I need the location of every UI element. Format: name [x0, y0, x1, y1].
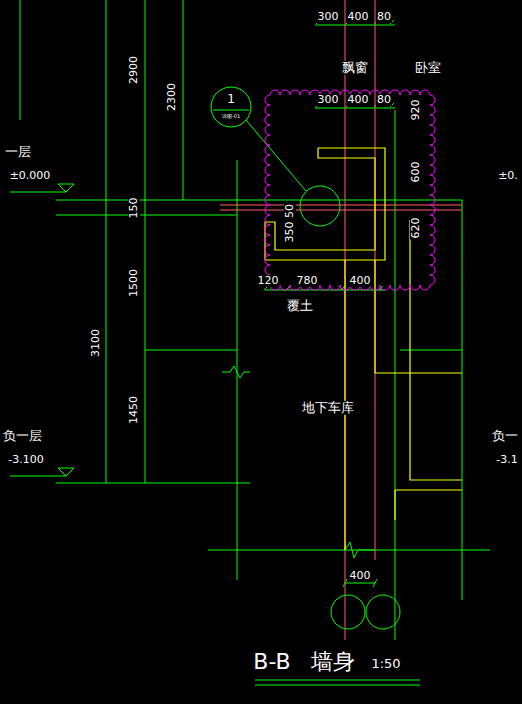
callout-sheet: 详图-01	[222, 114, 240, 119]
dimension-label: 2900	[128, 55, 140, 85]
dimension-label: 80	[376, 94, 392, 106]
dimension-label: 400	[349, 275, 372, 287]
drawing-stroke	[394, 490, 395, 520]
dimension-label: 2300	[166, 82, 178, 112]
drawing-stroke	[222, 366, 250, 378]
dimension-label: 飘窗	[341, 61, 369, 75]
dimension-label: -3.100	[7, 454, 44, 466]
drawing-stroke	[265, 148, 462, 550]
dimension-label: 300	[317, 94, 340, 106]
drawing-stroke	[56, 483, 250, 484]
dimension-label: ±0.000	[9, 170, 52, 182]
dimension-label: 780	[296, 275, 319, 287]
drawing-stroke	[56, 200, 462, 201]
dimension-label: 120	[257, 275, 280, 287]
drawing-stroke	[345, 0, 346, 640]
drawing-stroke	[183, 0, 184, 200]
drawing-stroke	[462, 200, 463, 600]
drawing-stroke	[265, 90, 435, 290]
drawing-stroke	[395, 110, 396, 640]
dimension-label: 400	[347, 11, 370, 23]
dimension-label: 负一	[491, 429, 519, 443]
dimension-label: 920	[410, 99, 422, 122]
drawing-stroke	[145, 350, 237, 351]
drawing-stroke	[20, 0, 21, 120]
drawing-stroke	[10, 468, 74, 476]
callout-number: 1	[227, 93, 235, 105]
drawing-stroke	[255, 680, 420, 681]
dimension-label: 3100	[90, 328, 102, 358]
drawing-stroke	[220, 0, 462, 640]
dimension-label: 墙身	[310, 650, 356, 674]
drawing-stroke	[220, 210, 462, 211]
dimension-label: 1500	[128, 268, 140, 298]
drawing-stroke	[345, 583, 375, 584]
drawing-stroke	[255, 685, 420, 686]
drawing-stroke	[106, 0, 107, 483]
dimension-label: 地下车库	[301, 401, 355, 415]
drawing-stroke	[366, 595, 400, 629]
drawing-stroke	[208, 550, 490, 551]
drawing-stroke	[145, 0, 146, 483]
drawing-stroke	[237, 160, 238, 580]
dimension-label: 350	[284, 221, 296, 244]
drawing-stroke	[315, 108, 395, 109]
dimension-label: 一层	[4, 145, 32, 159]
dimension-label: 620	[410, 217, 422, 240]
dimension-label: 80	[376, 11, 392, 23]
drawing-stroke	[410, 220, 462, 480]
dimension-label: 400	[349, 570, 372, 582]
dimension-label: 卧室	[414, 61, 442, 75]
drawing-stroke	[400, 350, 462, 351]
drawing-stroke	[246, 120, 306, 191]
drawing-stroke	[10, 0, 490, 685]
dimension-label: 150	[128, 197, 140, 220]
drawing-stroke	[10, 184, 74, 192]
drawing-stroke	[211, 87, 251, 127]
drawing-stroke	[265, 148, 385, 260]
dimension-label: ±0.	[497, 170, 519, 182]
dimension-label: 600	[410, 161, 422, 184]
dimension-label: 覆土	[286, 299, 314, 313]
drawing-stroke	[331, 595, 365, 629]
drawing-stroke	[345, 542, 375, 558]
drawing-stroke	[395, 489, 462, 490]
drawing-stroke	[315, 25, 395, 26]
drawing-stroke	[220, 205, 462, 206]
dimension-label: 300	[317, 11, 340, 23]
dimension-label: 1450	[128, 395, 140, 425]
dimension-label: 400	[347, 94, 370, 106]
dimension-label: -3.1	[495, 454, 518, 466]
dimension-label: 50	[284, 203, 296, 219]
dimension-label: B-B	[252, 650, 291, 674]
dimension-label: 负一层	[2, 429, 43, 443]
drawing-stroke	[375, 260, 462, 373]
dimension-label: 1:50	[370, 657, 401, 671]
drawing-stroke	[300, 186, 340, 226]
drawing-stroke	[213, 110, 249, 111]
callout-circle: 1 详图-01	[210, 86, 252, 128]
drawing-stroke	[56, 215, 237, 216]
